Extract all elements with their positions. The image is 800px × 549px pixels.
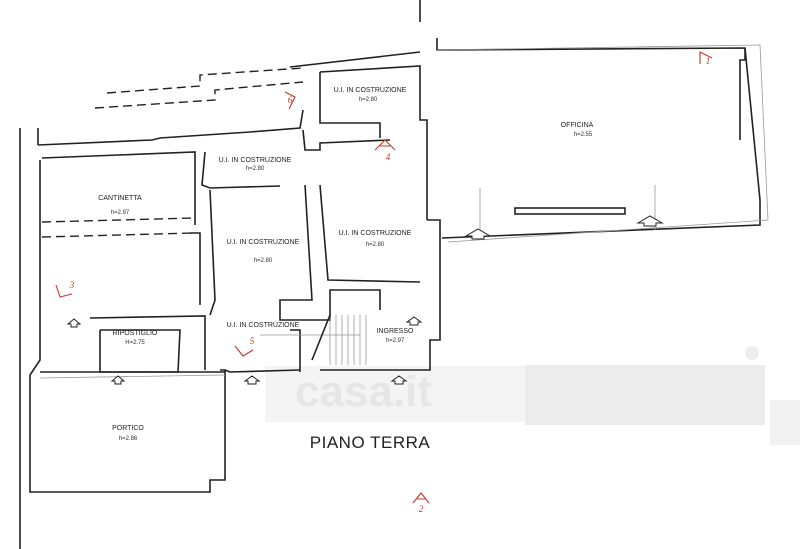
- room-name: U.I. IN COSTRUZIONE: [227, 239, 300, 246]
- room-height: h=2.97: [111, 210, 130, 216]
- walls: [19, 0, 769, 549]
- svg-text:3: 3: [69, 280, 75, 290]
- watermark: casa.it: [265, 346, 800, 445]
- photo-marker-3-icon: 3: [55, 280, 75, 298]
- svg-text:6: 6: [288, 95, 293, 105]
- room-height: h=2.80: [254, 258, 273, 264]
- room-height: h=2.80: [359, 97, 378, 103]
- entry-arrows: [66, 215, 664, 385]
- room-height: h=2.80: [246, 166, 265, 172]
- photo-markers: 1 6 4 3 5 2: [55, 51, 713, 514]
- svg-text:1: 1: [706, 56, 711, 66]
- room-name: RIPOSTIGLIO: [113, 330, 158, 337]
- room-name: INGRESSO: [377, 328, 415, 335]
- room-height: h=2.55: [574, 132, 593, 138]
- photo-marker-6-icon: 6: [284, 91, 296, 110]
- floor-title: PIANO TERRA: [310, 433, 431, 452]
- room-name: CANTINETTA: [98, 195, 142, 202]
- photo-marker-2-icon: 2: [412, 492, 430, 514]
- photo-marker-4-icon: 4: [374, 139, 396, 162]
- photo-marker-1-icon: 1: [699, 51, 713, 66]
- room-name: U.I. IN COSTRUZIONE: [334, 87, 407, 94]
- svg-text:5: 5: [250, 336, 255, 346]
- room-height: h=2.86: [119, 436, 138, 442]
- room-name: PORTICO: [112, 425, 144, 432]
- room-height: h=2.97: [386, 338, 405, 344]
- room-name: U.I. IN COSTRUZIONE: [219, 157, 292, 164]
- room-name: U.I. IN COSTRUZIONE: [339, 230, 412, 237]
- room-height: H=2.75: [125, 340, 145, 346]
- svg-text:2: 2: [419, 504, 424, 514]
- room-height: h=2.80: [366, 242, 385, 248]
- watermark-text: casa.it: [295, 367, 432, 416]
- room-name: U.I. IN COSTRUZIONE: [227, 322, 300, 329]
- room-name: OFFICINA: [561, 122, 594, 129]
- room-labels: U.I. IN COSTRUZIONE h=2.80 OFFICINA h=2.…: [98, 87, 593, 452]
- photo-marker-5-icon: 5: [234, 336, 255, 357]
- svg-text:4: 4: [386, 152, 391, 162]
